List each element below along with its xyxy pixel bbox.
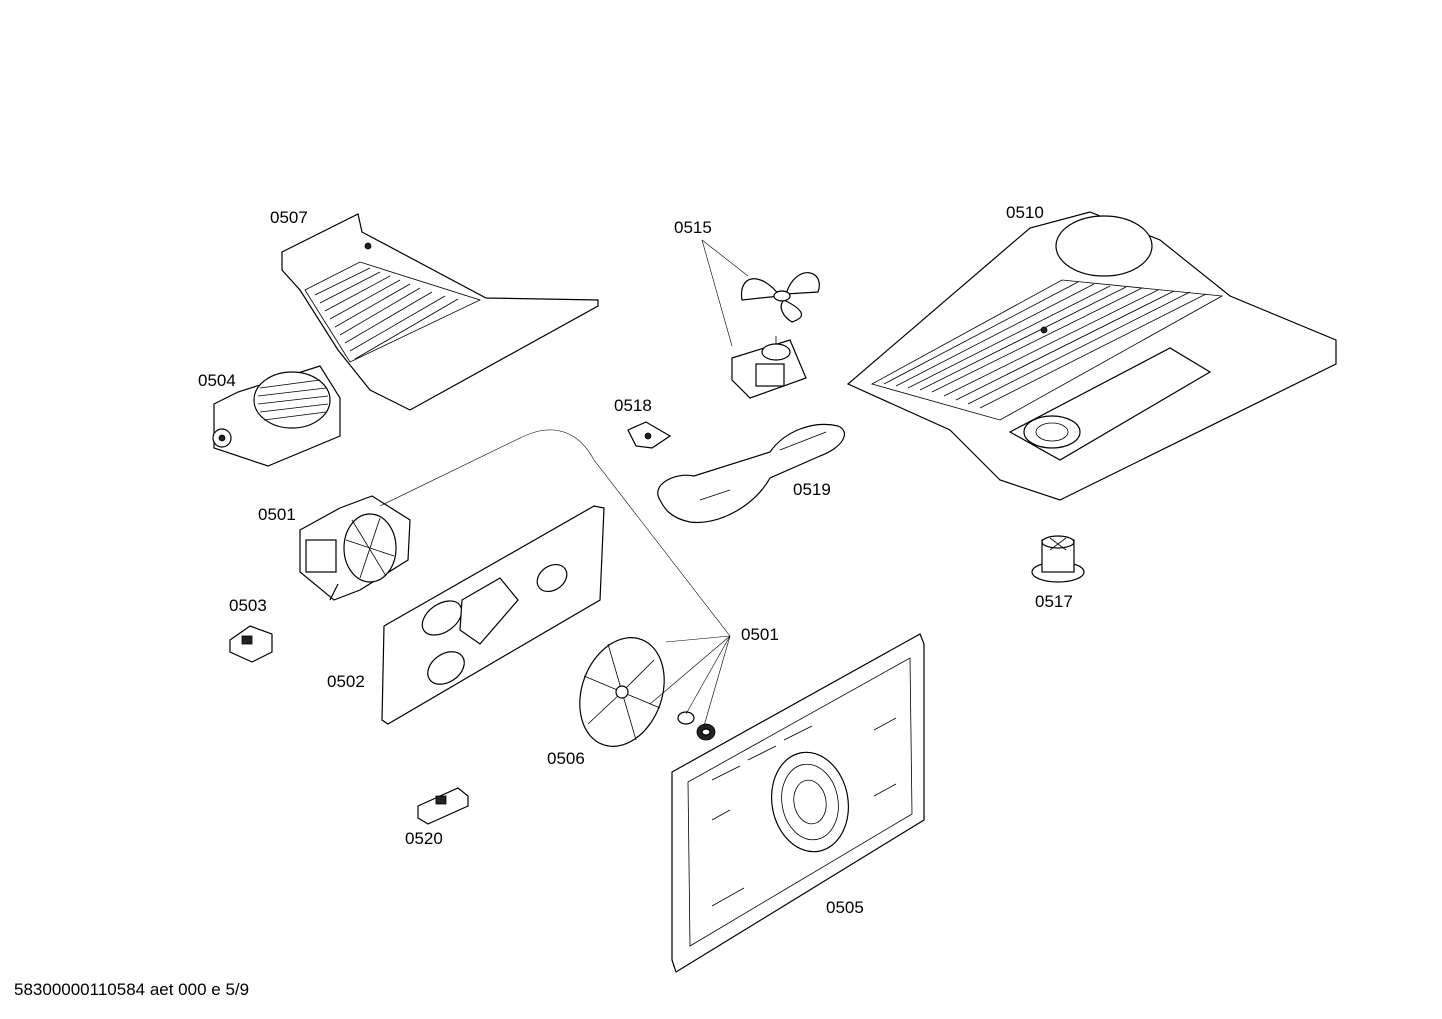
part-0501-washer-nut	[379, 429, 731, 741]
label-0517: 0517	[1035, 592, 1073, 611]
part-0505-rear-cover	[671, 633, 925, 973]
label-0504: 0504	[198, 371, 236, 390]
label-0520: 0520	[405, 829, 443, 848]
part-0506-fan-wheel	[579, 637, 665, 747]
document-reference-footer: 58300000110584 aet 000 e 5/9	[14, 980, 250, 999]
label-0501-upper: 0501	[258, 505, 296, 524]
label-0510: 0510	[1006, 203, 1044, 222]
label-0518: 0518	[614, 396, 652, 415]
part-0502-rear-plate	[381, 505, 605, 725]
part-0519-cover-plate	[657, 423, 845, 524]
part-0517-lamp-holder	[1031, 535, 1085, 583]
part-0518-bracket	[627, 421, 672, 449]
label-0507: 0507	[270, 208, 308, 227]
label-0501-lower: 0501	[741, 625, 779, 644]
part-0520-switch	[417, 787, 469, 825]
part-0504-tangential-fan	[212, 365, 341, 467]
part-0501-fan-motor	[299, 495, 411, 601]
part-0510-base-panel	[846, 211, 1337, 501]
part-0503-thermostat	[229, 625, 273, 663]
label-0515: 0515	[674, 218, 712, 237]
label-0506: 0506	[547, 749, 585, 768]
label-0503: 0503	[229, 596, 267, 615]
part-0507-duct-panel	[281, 213, 599, 411]
label-0519: 0519	[793, 480, 831, 499]
part-0515-cooling-fan-motor	[701, 239, 820, 399]
label-0502: 0502	[327, 672, 365, 691]
label-0505: 0505	[826, 898, 864, 917]
